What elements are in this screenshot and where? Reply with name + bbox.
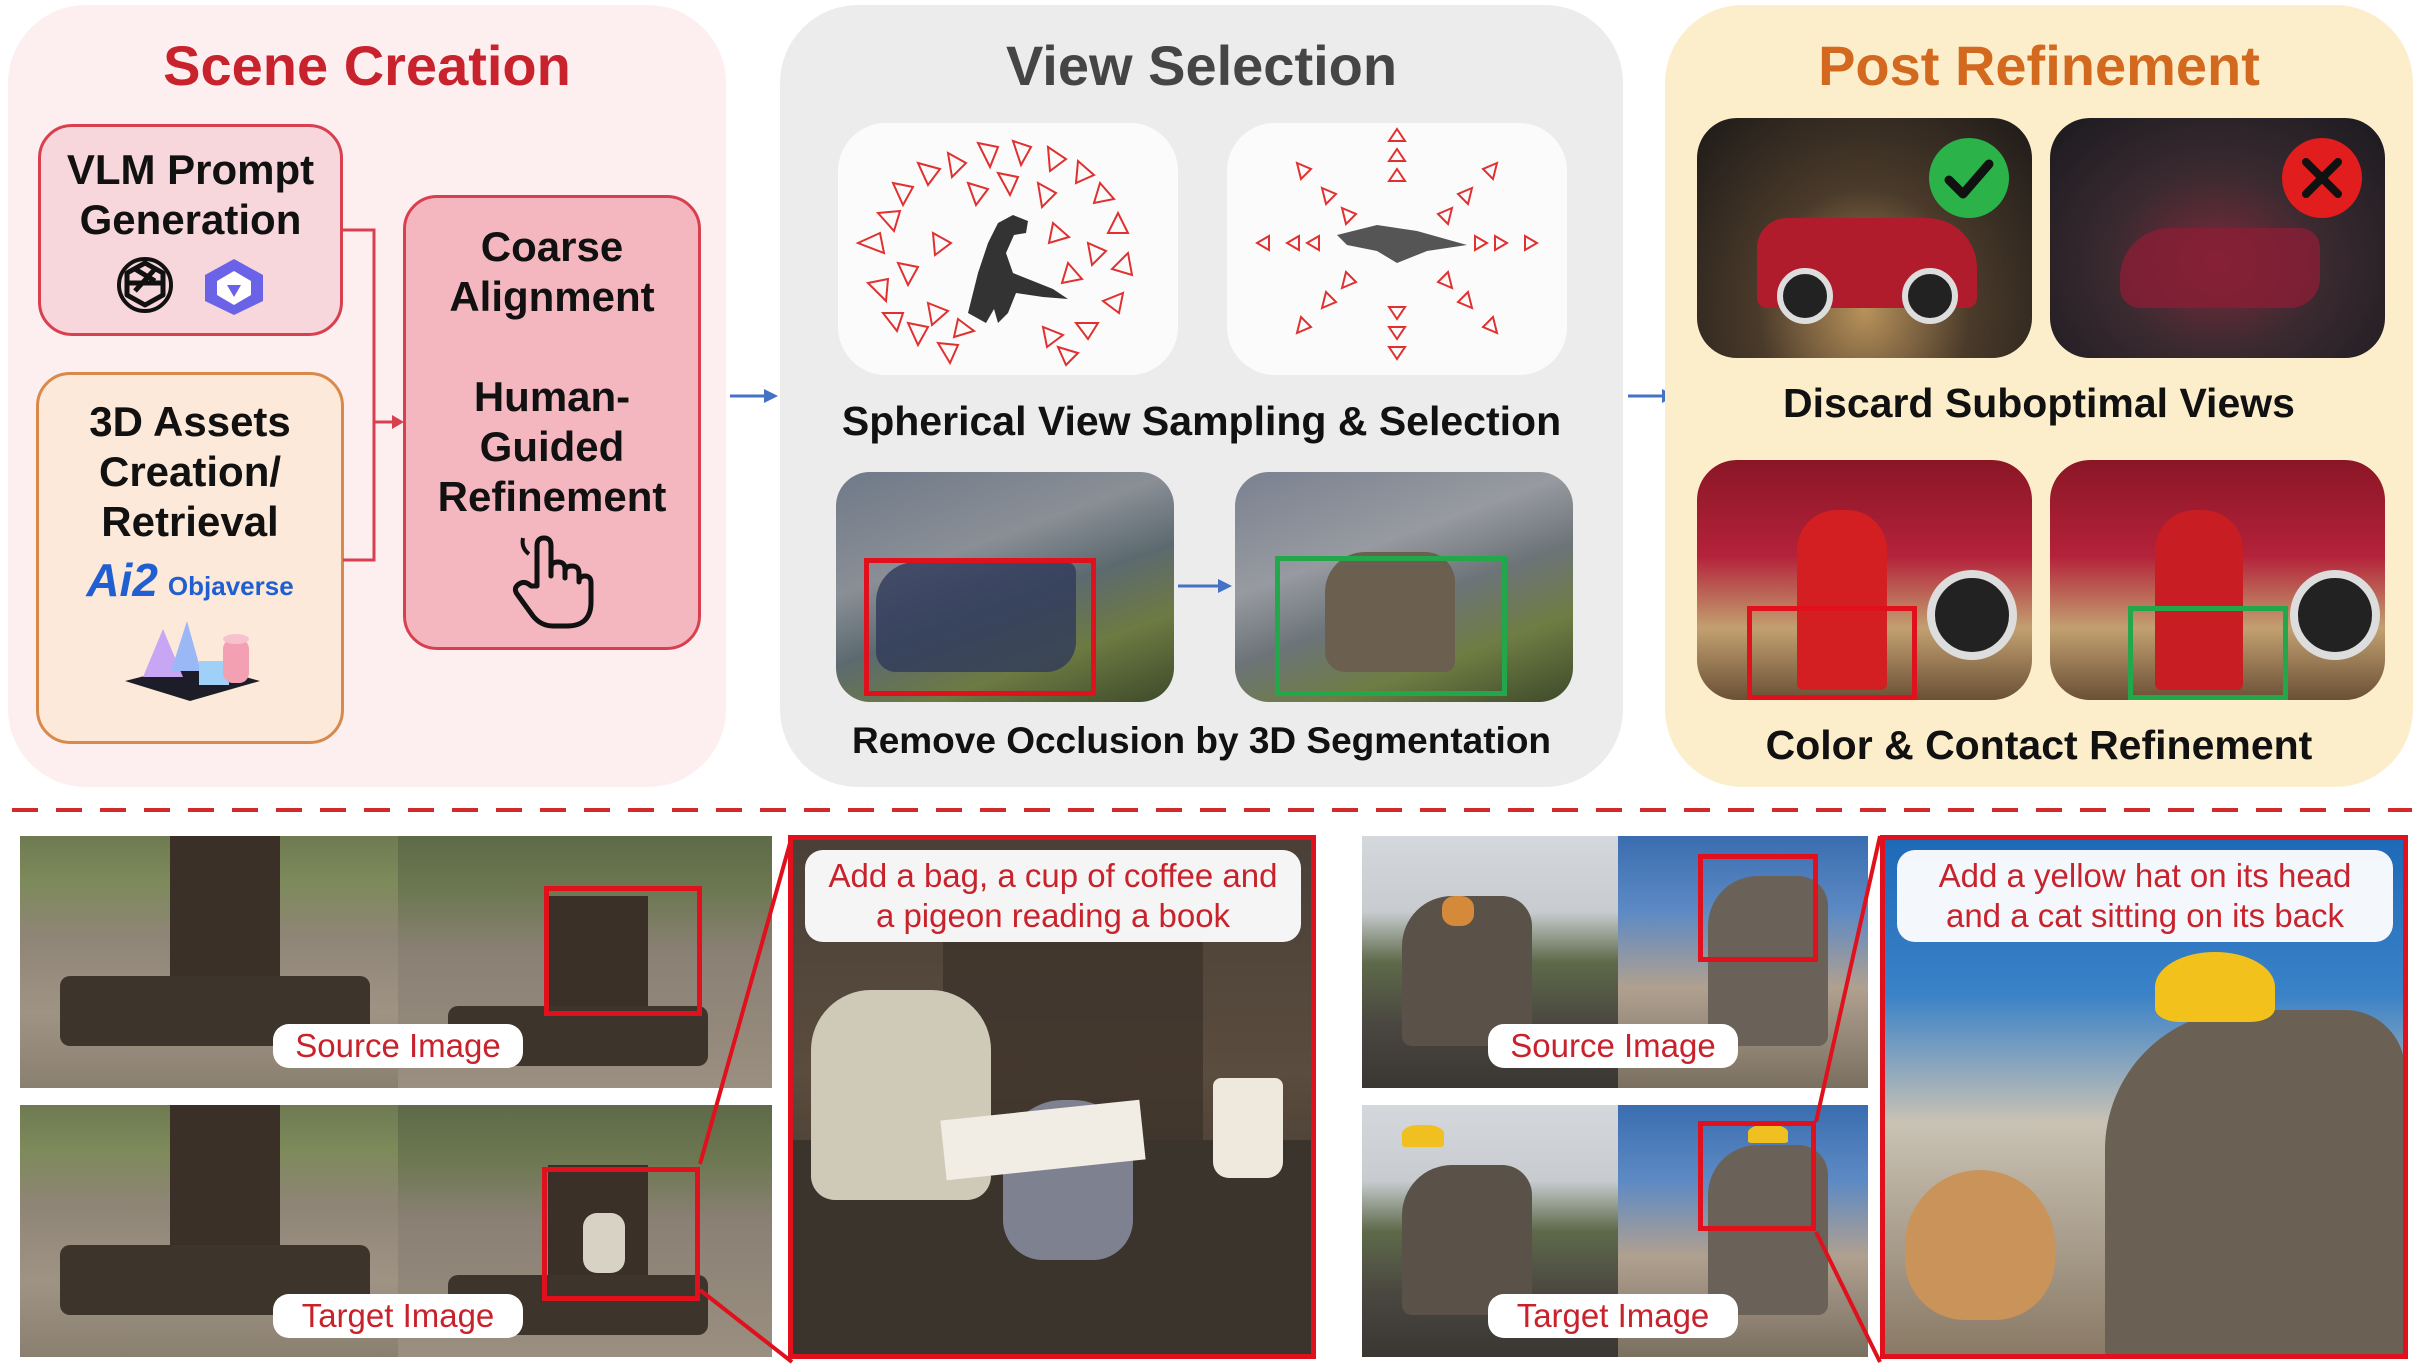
cross-icon — [2282, 138, 2362, 218]
shapes-icon — [125, 621, 260, 701]
right-zoom-panel: Add a yellow hat on its head and a cat s… — [1880, 835, 2408, 1359]
check-icon — [1929, 138, 2009, 218]
right-source-label: Source Image — [1488, 1024, 1738, 1068]
contact-box-green — [2128, 606, 2288, 700]
section-divider — [12, 808, 2412, 812]
ai2-logo: Ai2 — [86, 554, 158, 606]
assets-line3: Retrieval — [101, 498, 279, 545]
right-zoom-lines — [1814, 835, 1882, 1363]
left-zoom-lines — [698, 835, 794, 1364]
alignment-box: Coarse Alignment Human- Guided Refinemen… — [403, 195, 701, 650]
post-caption-bottom: Color & Contact Refinement — [1765, 722, 2313, 768]
occlusion-before-thumb — [836, 472, 1174, 702]
alignment-line3: Human- — [473, 373, 631, 420]
post-caption-top: Discard Suboptimal Views — [1783, 380, 2295, 426]
dino-shape — [2105, 1010, 2403, 1354]
camera-selection-thumb — [1227, 123, 1567, 375]
post-refinement-title: Post Refinement — [1818, 34, 2260, 97]
assets-box: 3D Assets Creation/ Retrieval Ai2 Objave… — [36, 372, 344, 744]
assets-line1: 3D Assets — [89, 398, 291, 445]
occlusion-box-green — [1275, 556, 1507, 696]
pointer-hand-icon — [512, 532, 594, 629]
right-target-label: Target Image — [1488, 1294, 1738, 1338]
occlusion-arrow — [1178, 579, 1232, 593]
left-target-region — [542, 1167, 700, 1301]
cat-shape — [1905, 1170, 2055, 1320]
alignment-line1: Coarse — [480, 223, 624, 270]
right-source-region — [1698, 854, 1818, 962]
openai-icon — [116, 257, 173, 313]
camera-sampling-thumb — [838, 123, 1178, 375]
left-source-region — [544, 886, 702, 1016]
right-prompt-line2: and a cat sitting on its back — [1945, 897, 2345, 934]
coffee-cup-shape — [1213, 1078, 1283, 1178]
assets-line2: Creation/ — [98, 448, 282, 495]
vlm-line2: Generation — [79, 196, 302, 243]
alignment-line5: Refinement — [437, 473, 667, 520]
left-prompt-line1: Add a bag, a cup of coffee and — [828, 857, 1278, 894]
right-target-crop — [1618, 1105, 1868, 1357]
qwen-icon — [204, 259, 263, 315]
view-caption-bottom: Remove Occlusion by 3D Segmentation — [851, 720, 1552, 761]
vlm-prompt-box: VLM Prompt Generation — [38, 124, 343, 336]
left-zoom-panel: Add a bag, a cup of coffee and a pigeon … — [788, 835, 1316, 1359]
left-prompt-line2: a pigeon reading a book — [875, 897, 1231, 934]
right-prompt: Add a yellow hat on its head and a cat s… — [1897, 850, 2393, 942]
right-source-crop — [1618, 836, 1868, 1088]
bad-view-thumb — [2050, 118, 2385, 358]
scene-connector — [343, 228, 404, 562]
yellow-hat-shape — [2155, 952, 2275, 1022]
left-prompt: Add a bag, a cup of coffee and a pigeon … — [805, 850, 1301, 942]
view-caption-top: Spherical View Sampling & Selection — [841, 398, 1562, 444]
alignment-line2: Alignment — [449, 273, 655, 320]
left-target-label: Target Image — [273, 1294, 523, 1338]
left-source-wide — [20, 836, 398, 1088]
arrow-to-view — [730, 389, 778, 403]
contact-box-red — [1747, 606, 1917, 700]
good-view-thumb — [1697, 118, 2032, 358]
right-target-region — [1698, 1121, 1816, 1231]
objaverse-logo: Objaverse — [167, 571, 294, 601]
right-prompt-line1: Add a yellow hat on its head — [1938, 857, 2352, 894]
scene-creation-title: Scene Creation — [163, 34, 571, 97]
view-selection-title: View Selection — [1005, 34, 1398, 97]
occlusion-box-red — [864, 558, 1096, 696]
occlusion-after-thumb — [1235, 472, 1573, 702]
alignment-line4: Guided — [479, 423, 625, 470]
before-refine-thumb — [1697, 460, 2032, 700]
vlm-line1: VLM Prompt — [66, 146, 315, 193]
left-source-label: Source Image — [273, 1024, 523, 1068]
after-refine-thumb — [2050, 460, 2385, 700]
